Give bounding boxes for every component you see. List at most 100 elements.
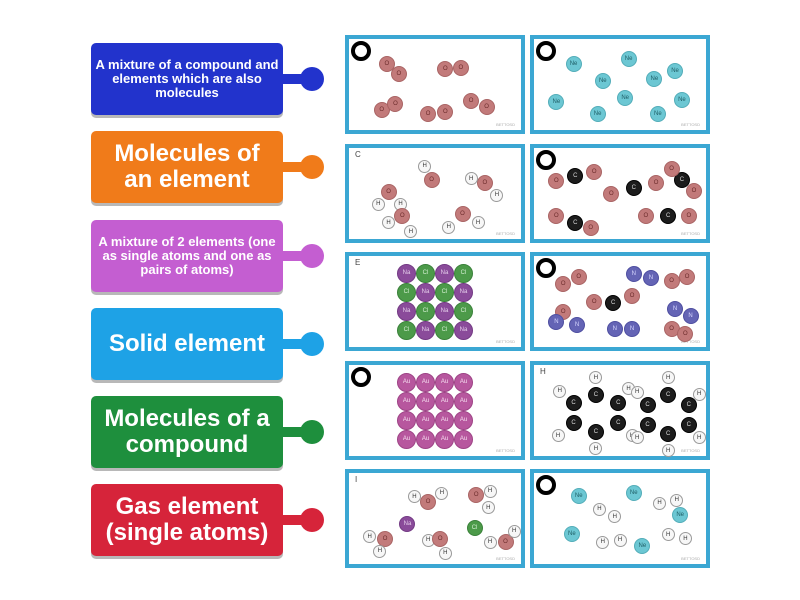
atom-h: H — [661, 371, 675, 385]
atom-h: H — [589, 442, 603, 456]
atom-cl: Cl — [454, 301, 473, 321]
drop-slot-circle-icon[interactable] — [351, 41, 371, 61]
atom-c: C — [639, 417, 656, 434]
atom-o: O — [548, 208, 565, 225]
label-text: A mixture of 2 elements (one as single a… — [98, 233, 276, 278]
atom-o: O — [432, 530, 449, 547]
drag-label-2[interactable]: Molecules of an element — [91, 131, 283, 203]
atom-n: N — [606, 320, 623, 337]
atom-h: H — [490, 188, 504, 202]
atom-au: Au — [454, 391, 473, 411]
atom-h: H — [407, 490, 421, 504]
card-letter: C — [355, 150, 361, 159]
atom-na: Na — [399, 515, 416, 532]
atom-o: O — [423, 171, 440, 188]
image-credit: BETTOSD — [681, 339, 700, 344]
atom-h: H — [661, 528, 675, 542]
atom-ne: Ne — [649, 105, 666, 122]
card-letter: H — [540, 367, 546, 376]
atom-ne: Ne — [563, 525, 580, 542]
label-connector — [283, 162, 307, 172]
atom-c: C — [673, 171, 690, 188]
drop-target-card-8[interactable]: HBETTOSDCCCCCCHHHHHHCCCCCCHHHHHH — [530, 361, 710, 460]
atom-n: N — [548, 313, 565, 330]
atom-h: H — [692, 387, 706, 401]
label-text: Molecules of a compound — [104, 404, 270, 458]
label-text: A mixture of a compound and elements whi… — [95, 56, 279, 101]
atom-cl: Cl — [416, 301, 435, 321]
atom-h: H — [435, 486, 449, 500]
atom-o: O — [420, 105, 437, 122]
drag-handle-dot[interactable] — [300, 508, 324, 532]
atom-h: H — [507, 524, 521, 538]
drag-label-1[interactable]: A mixture of a compound and elements whi… — [91, 43, 283, 115]
image-credit: BETTOSD — [496, 122, 515, 127]
atom-au: Au — [397, 372, 416, 392]
atom-c: C — [660, 208, 677, 225]
drop-slot-circle-icon[interactable] — [351, 367, 371, 387]
atom-o: O — [463, 92, 480, 109]
label-connector — [283, 251, 307, 261]
atom-c: C — [660, 426, 677, 443]
drag-label-3[interactable]: A mixture of 2 elements (one as single a… — [91, 220, 283, 292]
atom-n: N — [569, 317, 585, 334]
drop-slot-circle-icon[interactable] — [536, 150, 556, 170]
atom-n: N — [682, 308, 699, 325]
atom-h: H — [438, 546, 452, 560]
atom-h: H — [418, 159, 432, 173]
atom-o: O — [420, 494, 437, 511]
atom-au: Au — [416, 429, 435, 449]
atom-h: H — [596, 535, 610, 549]
atom-o: O — [548, 172, 565, 189]
drop-slot-circle-icon[interactable] — [536, 41, 556, 61]
atom-o: O — [452, 60, 469, 77]
atom-h: H — [483, 484, 497, 498]
drag-handle-dot[interactable] — [300, 244, 324, 268]
drag-handle-dot[interactable] — [300, 155, 324, 179]
image-credit: BETTOSD — [496, 448, 515, 453]
atom-au: Au — [435, 391, 454, 411]
atom-h: H — [404, 225, 418, 239]
drag-handle-dot[interactable] — [300, 67, 324, 91]
atom-cl: Cl — [397, 320, 416, 340]
atom-au: Au — [397, 391, 416, 411]
atom-au: Au — [454, 372, 473, 392]
atom-c: C — [680, 397, 697, 414]
atom-o: O — [637, 208, 654, 225]
atom-na: Na — [435, 301, 454, 321]
atom-o: O — [624, 288, 641, 305]
drop-slot-circle-icon[interactable] — [536, 258, 556, 278]
atom-o: O — [680, 208, 697, 225]
drag-label-5[interactable]: Molecules of a compound — [91, 396, 283, 468]
atom-o: O — [648, 174, 665, 191]
atom-n: N — [624, 320, 641, 337]
atom-ne: Ne — [673, 91, 690, 108]
atom-c: C — [605, 295, 622, 312]
image-credit: BETTOSD — [681, 122, 700, 127]
atom-h: H — [670, 493, 684, 507]
drag-handle-dot[interactable] — [300, 420, 324, 444]
atom-h: H — [613, 533, 627, 547]
atom-o: O — [454, 206, 471, 223]
drag-handle-dot[interactable] — [300, 332, 324, 356]
drag-label-4[interactable]: Solid element — [91, 308, 283, 380]
drop-slot-circle-icon[interactable] — [536, 475, 556, 495]
atom-h: H — [608, 510, 622, 524]
atom-na: Na — [397, 263, 416, 283]
atom-h: H — [678, 532, 692, 546]
atom-h: H — [592, 502, 606, 516]
drag-label-6[interactable]: Gas element (single atoms) — [91, 484, 283, 556]
atom-h: H — [630, 385, 644, 399]
atom-c: C — [567, 168, 584, 185]
atom-n: N — [667, 300, 684, 317]
atom-c: C — [610, 395, 627, 412]
